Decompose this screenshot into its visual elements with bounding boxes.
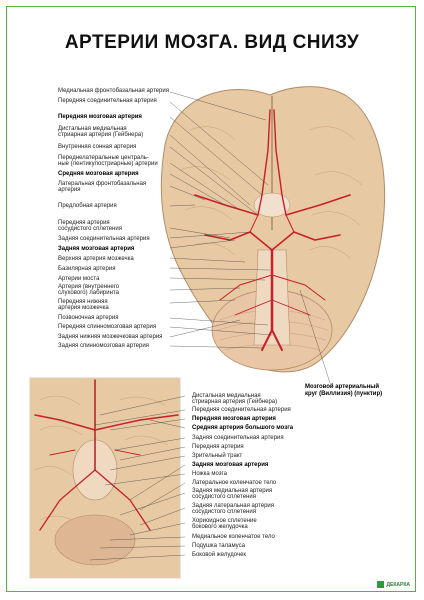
label-b-distal-medial-striate-2: стриарная артерия (Гейбнера) <box>192 399 278 405</box>
label-posterior-cerebral: Задняя мозговая артерия <box>58 246 135 252</box>
label-b-posterior-lateral-choroidal-1: Задняя латеральная артерия <box>192 503 275 509</box>
label-superior-cerebellar: Верхняя артерия мозжечка <box>58 256 134 262</box>
label-distal-medial-striate-1: Дистальная медиальная <box>58 126 127 132</box>
label-b-posterior-medial-choroidal-1: Задняя медиальная артерия <box>192 488 273 494</box>
label-anterior-choroidal-1: Передняя артерия <box>58 220 110 226</box>
label-labyrinthine-1: Артерия (внутреннего <box>58 284 120 290</box>
label-b-lateral-ventricle: Боковой желудочек <box>192 552 247 558</box>
label-lateral-frontobasal-1: Латеральная фронтобазальная <box>58 181 147 187</box>
label-prefrontal: Предлобная артерия <box>58 203 117 209</box>
publisher-logo: ДЕКАРКА <box>377 581 410 588</box>
label-b-anterior-cerebral: Передняя мозговая артерия <box>192 416 276 422</box>
label-b-middle-cerebral: Средняя артерия большого мозга <box>192 425 294 431</box>
label-anterolateral-central-1: Переднелатеральные централь- <box>58 155 149 161</box>
label-circle-of-willis-2: круг (Виллизия) (пунктир) <box>305 391 383 397</box>
label-vertebral: Позвоночная артерия <box>58 315 119 321</box>
label-posterior-inferior-cerebellar: Задняя нижняя мозжечковая артерия <box>58 334 163 340</box>
label-distal-medial-striate-2: стриарная артерия (Гейбнера) <box>58 132 144 138</box>
label-b-lateral-geniculate: Латеральное коленчатое тело <box>192 480 277 486</box>
label-b-optic-tract: Зрительный тракт <box>192 453 243 459</box>
label-circle-of-willis-1: Мозговой артериальный <box>305 384 380 390</box>
label-anterolateral-central-2: ные (лентикулостриарные) артерии <box>58 161 158 167</box>
label-b-distal-medial-striate-1: Дистальная медиальная <box>192 393 261 399</box>
label-internal-carotid: Внутренняя сонная артерия <box>58 144 137 150</box>
bottom-leader-lines <box>89 395 186 561</box>
top-leader-lines <box>169 91 331 384</box>
label-b-choroid-plexus-1: Хориоидное сплетение <box>192 518 257 524</box>
label-b-posterior-medial-choroidal-2: сосудистого сплетения <box>192 494 256 500</box>
logo-text: ДЕКАРКА <box>386 581 410 588</box>
label-b-pulvinar: Подушка таламуса <box>192 543 245 549</box>
label-b-posterior-communicating: Задняя соединительная артерия <box>192 435 284 441</box>
label-anterior-inferior-cerebellar-1: Передняя нижняя <box>58 299 108 305</box>
label-medial-frontobasal: Медиальная фронтобазальная артерия <box>58 88 169 94</box>
label-b-posterior-cerebral: Задняя мозговая артерия <box>192 462 269 468</box>
label-anterior-inferior-cerebellar-2: артерия мозжечка <box>58 305 109 311</box>
label-b-anterior-communicating: Передняя соединительная артерия <box>192 407 291 413</box>
label-anterior-spinal: Передняя спинномозговая артерия <box>58 324 157 330</box>
label-posterior-spinal: Задняя спинномозговая артерия <box>58 343 149 349</box>
label-b-anterior-artery: Передняя артерия <box>192 444 244 450</box>
label-anterior-communicating: Передняя соединительная артерия <box>58 98 157 104</box>
label-b-cerebral-peduncle: Ножка мозга <box>192 471 227 477</box>
label-b-posterior-lateral-choroidal-2: сосудистого сплетения <box>192 509 256 515</box>
label-middle-cerebral: Средняя мозговая артерия <box>58 171 139 177</box>
label-labyrinthine-2: слухового) лабиринта <box>58 290 119 296</box>
label-basilar: Базилярная артерия <box>58 266 116 272</box>
label-anterior-cerebral: Передняя мозговая артерия <box>58 114 142 120</box>
label-anterior-choroidal-2: сосудистого сплетения <box>58 226 122 232</box>
logo-mark-icon <box>377 581 385 588</box>
label-b-medial-geniculate: Медиальное коленчатое тело <box>192 534 275 540</box>
poster-frame <box>6 6 416 592</box>
label-lateral-frontobasal-2: артерия <box>58 187 81 193</box>
label-posterior-communicating: Задняя соединительная артерия <box>58 236 150 242</box>
brain-base-view <box>160 86 386 373</box>
label-b-choroid-plexus-2: бокового желудочка <box>192 524 248 530</box>
poster-title: АРТЕРИИ МОЗГА. ВИД СНИЗУ <box>64 32 360 53</box>
label-pontine: Артерии моста <box>58 276 100 282</box>
